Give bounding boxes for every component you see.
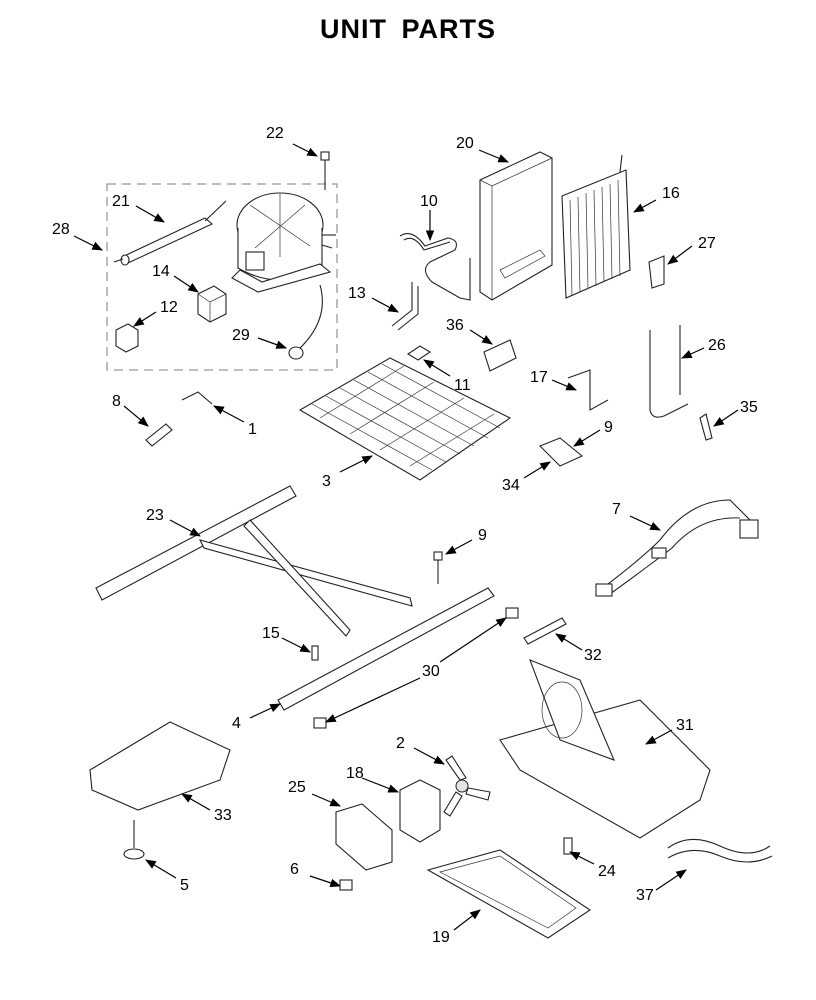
callout-8: 8 <box>112 393 121 410</box>
callout-16: 16 <box>662 185 680 202</box>
callout-29: 29 <box>232 327 250 344</box>
drier-21-part <box>113 200 227 266</box>
callout-17: 17 <box>530 369 548 386</box>
callout-27: 27 <box>698 235 716 252</box>
base-pan-31-part <box>499 659 711 839</box>
callout-19: 19 <box>432 929 450 946</box>
grommet-29-part <box>288 284 323 360</box>
panel-33-part <box>89 721 231 811</box>
screws-30-part <box>313 607 519 729</box>
heater-26-part <box>649 325 689 418</box>
screw-15-part <box>311 645 319 661</box>
callout-9-lower: 9 <box>478 527 487 544</box>
wire-harness-7-part <box>595 499 759 597</box>
part-35 <box>699 413 713 441</box>
callout-12: 12 <box>160 299 178 316</box>
heater-37-part <box>667 838 773 863</box>
callout-14: 14 <box>152 263 170 280</box>
callout-5: 5 <box>180 877 189 894</box>
condenser-16-part <box>561 154 631 299</box>
callout-35: 35 <box>740 399 758 416</box>
plate-36-part <box>483 339 517 372</box>
evaporator-3-part <box>298 357 512 481</box>
callout-15: 15 <box>262 625 280 642</box>
leveler-5-part <box>123 820 145 860</box>
callout-33: 33 <box>214 807 232 824</box>
clip-27-part <box>648 255 665 289</box>
screw-6-part <box>339 879 353 891</box>
tube-10-part <box>399 233 471 301</box>
screw-9-lower-part <box>433 551 443 584</box>
tube-13-part <box>391 282 419 331</box>
page-title: UNIT PARTS <box>320 14 496 44</box>
callout-2: 2 <box>396 735 405 752</box>
callout-32: 32 <box>584 647 602 664</box>
screw-22-part <box>320 151 330 190</box>
fan-blade-2-part <box>443 755 491 817</box>
callout-26: 26 <box>708 337 726 354</box>
callout-labels: 22 20 16 21 28 10 27 14 12 13 36 29 11 2… <box>52 125 758 946</box>
part-32 <box>523 617 567 645</box>
callout-11: 11 <box>454 377 471 394</box>
callout-9-upper: 9 <box>604 419 613 436</box>
callout-3: 3 <box>322 473 331 490</box>
relay-14-part <box>197 285 227 323</box>
callout-25: 25 <box>288 779 306 796</box>
bracket-25-part <box>335 803 393 871</box>
part-34 <box>539 437 584 467</box>
callout-20: 20 <box>456 135 474 152</box>
frame-23-part <box>95 485 413 637</box>
callout-6: 6 <box>290 861 299 878</box>
callout-24: 24 <box>598 863 616 880</box>
compressor-part <box>231 192 336 293</box>
callout-10: 10 <box>420 193 438 210</box>
clip-1-part <box>181 391 213 405</box>
wire-17-part <box>567 369 609 411</box>
callout-13: 13 <box>348 285 366 302</box>
tube-8-part <box>145 423 173 447</box>
callout-31: 31 <box>676 717 694 734</box>
callout-21: 21 <box>112 193 130 210</box>
rail-4-part <box>277 587 495 711</box>
callout-30: 30 <box>422 663 440 680</box>
clip-11-part <box>406 345 432 361</box>
callout-28: 28 <box>52 221 70 238</box>
callout-18: 18 <box>346 765 364 782</box>
callout-22: 22 <box>266 125 284 142</box>
drain-pan-19-part <box>426 849 591 939</box>
callout-4: 4 <box>232 715 241 732</box>
screw-24-part <box>563 837 573 855</box>
callout-37: 37 <box>636 887 654 904</box>
cover-20-part <box>479 151 553 301</box>
callout-34: 34 <box>502 477 520 494</box>
callout-leaders <box>73 143 739 931</box>
compressor-group-box <box>106 183 338 371</box>
callout-7: 7 <box>612 501 621 518</box>
fan-motor-18-part <box>399 779 441 843</box>
callout-36: 36 <box>446 317 464 334</box>
overload-12-part <box>115 323 139 353</box>
callout-23: 23 <box>146 507 164 524</box>
callout-1: 1 <box>248 421 257 438</box>
